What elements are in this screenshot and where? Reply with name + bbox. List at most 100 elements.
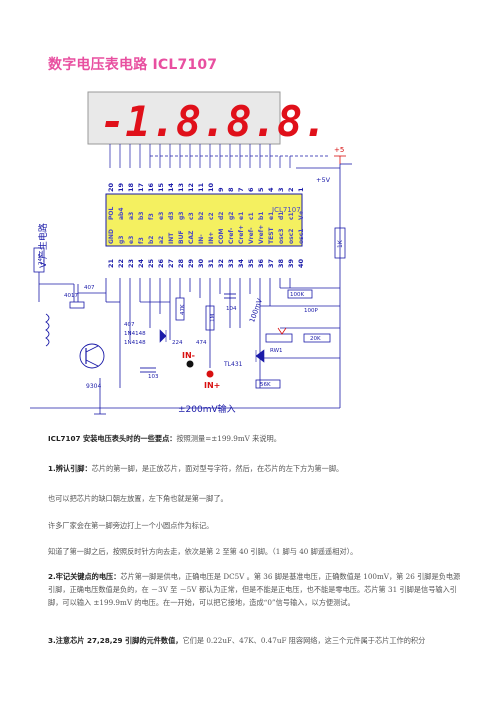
- r100mv-label: 100mV: [248, 297, 264, 323]
- paragraph-pin-identify: 1.辨认引脚：芯片的第一脚，是正放芯片，面对型号字符，然后，在芯片的左下方为第一…: [48, 464, 344, 473]
- bottom-pin-number: 24: [137, 258, 145, 268]
- top-pin-number: 13: [177, 183, 185, 192]
- bottom-pin-number: 31: [207, 258, 215, 268]
- top-pin-number: 16: [147, 182, 155, 192]
- top-pin-name: e1: [268, 212, 275, 220]
- bottom-pin-name: e3: [128, 236, 135, 244]
- r24k-label: 24K: [38, 254, 44, 265]
- in-plus-terminal: [206, 370, 214, 378]
- resistor-1k: [334, 227, 346, 259]
- top-pin-number: 20: [107, 182, 115, 192]
- bottom-pin-number: 28: [177, 258, 185, 268]
- lcd-digits: -1.8.8.8.: [100, 97, 328, 146]
- bottom-pin-name: Vref-: [248, 227, 255, 244]
- top-pin-name: g3: [178, 212, 185, 220]
- top-pin-number: 9: [217, 187, 225, 192]
- bottom-pin-name: a2: [158, 236, 165, 244]
- paragraph-intro: ICL7107 安装电压表头时的一些要点：按照测量=±199.9mV 来说明。: [48, 434, 281, 443]
- in-minus-label: IN-: [182, 351, 195, 360]
- top-pin-number: 7: [237, 187, 245, 192]
- top-pin-number: 10: [207, 182, 215, 192]
- bottom-pin-number: 29: [187, 258, 195, 268]
- transistor: [79, 343, 105, 369]
- bottom-pin-number: 23: [127, 259, 135, 268]
- bottom-pin-name: TEST: [268, 226, 275, 244]
- top-pin-number: 19: [117, 182, 125, 192]
- c103-label: 103: [148, 374, 159, 380]
- c4017-label: 4017: [64, 293, 78, 299]
- r1m-label: 1M: [210, 314, 216, 322]
- bottom-pin-name: osc2: [288, 229, 295, 244]
- chip-label: ICL7107: [272, 206, 301, 214]
- c104-label: 104: [226, 306, 237, 312]
- resistor-100k: [287, 289, 313, 299]
- top-pin-name: c1: [248, 212, 255, 220]
- top-pin-number: 15: [157, 182, 165, 192]
- bottom-pin-name: Cref-: [228, 227, 235, 244]
- top-pin-name: d2: [218, 212, 225, 220]
- resistor-20k: [303, 333, 331, 343]
- diode2-label: 1N4148: [124, 340, 146, 346]
- paragraph-pin-order: 知道了第一脚之后，按照反时针方向去走，依次是第 2 至第 40 引脚。（1 脚与…: [48, 547, 358, 556]
- lcd-display: [87, 91, 281, 145]
- top-pin-number: 2: [287, 187, 295, 192]
- input-range-label: ±200mV输入: [178, 403, 236, 415]
- top-pin-number: 14: [167, 182, 175, 192]
- top-pin-number: 4: [267, 187, 275, 192]
- bottom-pin-number: 40: [297, 258, 305, 268]
- bottom-pin-name: INT: [168, 232, 175, 244]
- top-pin-name: f3: [148, 213, 155, 220]
- bottom-pin-name: Cref+: [238, 225, 245, 244]
- c407b-label: 407: [124, 322, 135, 328]
- c474-label: 474: [196, 340, 207, 346]
- diode-icon: [159, 329, 167, 343]
- bottom-pin-number: 39: [287, 258, 295, 268]
- potentiometer: [265, 333, 293, 343]
- r100k-label: 100K: [290, 292, 304, 298]
- top-pin-name: a3: [128, 212, 135, 220]
- bottom-pin-number: 38: [277, 258, 285, 268]
- top-pin-number: 12: [187, 183, 195, 192]
- bottom-pin-name: COM: [218, 228, 225, 244]
- chip-body: [105, 193, 303, 247]
- bottom-pin-name: Vref+: [258, 225, 265, 244]
- c100p-label: 100P: [304, 308, 318, 314]
- v-minus-generator-label: V-产生电路: [37, 223, 49, 268]
- rw-label: RW1: [270, 348, 283, 354]
- top-pin-number: 1: [297, 187, 305, 192]
- bottom-pin-number: 37: [267, 259, 275, 268]
- page-title: 数字电压表电路 ICL7107: [48, 57, 218, 73]
- top-pin-number: 11: [197, 182, 205, 192]
- tl431-label: TL431: [223, 361, 243, 368]
- top-pin-name: b3: [138, 212, 145, 220]
- paragraph-integrator: 3.注意芯片 27,28,29 引脚的元件数值，它们是 0.22uF、47K、0…: [48, 636, 426, 645]
- bottom-pin-name: CAZ: [188, 230, 195, 244]
- top-pin-name: ab4: [118, 207, 125, 220]
- top-pin-name: V+: [298, 210, 305, 220]
- top-pin-name: b1: [258, 212, 265, 220]
- bottom-pin-name: osc1: [298, 229, 305, 244]
- top-pin-name: e1: [238, 212, 245, 220]
- top-pin-number: 18: [127, 182, 135, 192]
- r1k-label: 1K: [337, 239, 344, 248]
- diode1-label: 1N4148: [124, 331, 146, 337]
- top-pin-number: 6: [247, 187, 255, 192]
- inductor-coil: [45, 313, 50, 347]
- top-pin-name: g2: [228, 212, 235, 220]
- top-pin-name: c3: [188, 212, 195, 220]
- bottom-pin-number: 25: [147, 258, 155, 268]
- top-pin-number: 3: [277, 187, 285, 192]
- top-pin-name: d3: [168, 212, 175, 220]
- paragraph-notch: 也可以把芯片的缺口朝左放置，左下角也就是第一脚了。: [48, 494, 228, 503]
- c224-label: 224: [172, 340, 183, 346]
- tl431-icon: [255, 349, 265, 363]
- top-pin-name: c1: [288, 212, 295, 220]
- bottom-pin-number: 36: [257, 258, 265, 268]
- bottom-pin-name: IN-: [198, 234, 205, 244]
- resistor-1m: [205, 305, 215, 331]
- plus5-label: +5: [334, 146, 344, 154]
